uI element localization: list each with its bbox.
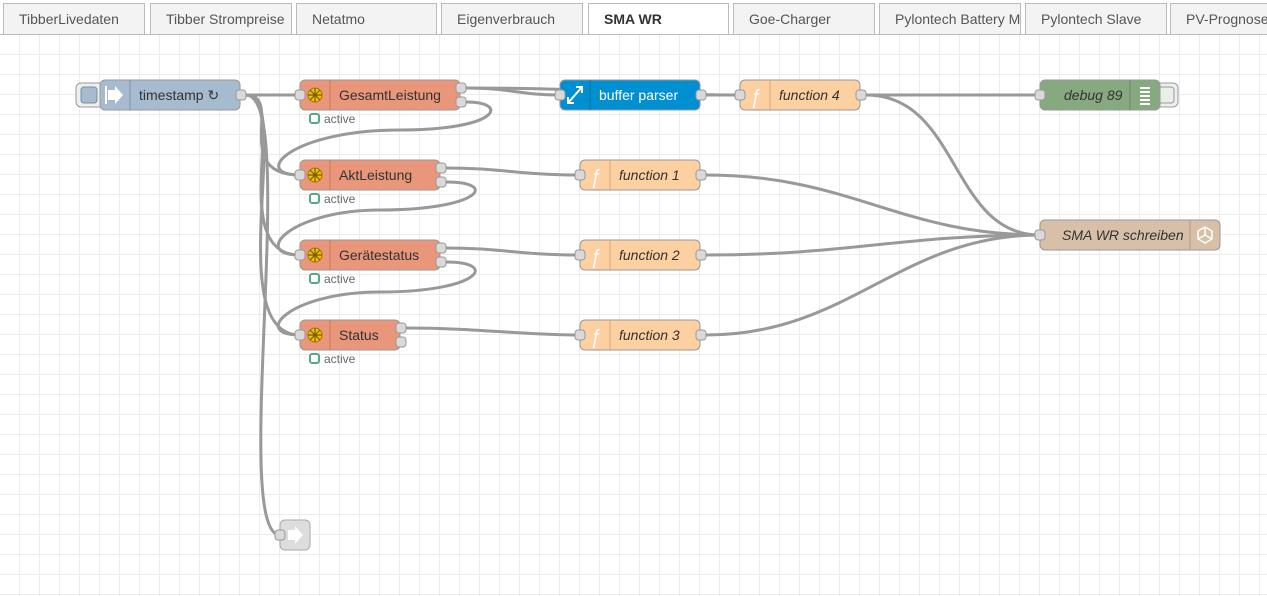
node-label: function 3 bbox=[619, 327, 680, 343]
wire[interactable] bbox=[705, 173, 1041, 237]
node-label: timestamp ↻ bbox=[139, 87, 219, 103]
output-port[interactable] bbox=[395, 322, 407, 334]
wire[interactable] bbox=[276, 260, 477, 337]
input-port[interactable] bbox=[574, 249, 586, 261]
buffer-parser-node[interactable]: buffer parser bbox=[554, 79, 707, 111]
function-node-function-1[interactable]: ƒ function 1 bbox=[574, 159, 707, 191]
status-indicator-icon bbox=[309, 273, 320, 284]
output-port[interactable] bbox=[695, 169, 707, 181]
function-icon: ƒ bbox=[750, 86, 761, 108]
wire[interactable] bbox=[277, 100, 493, 177]
modbus-icon bbox=[307, 327, 323, 343]
flow-wires bbox=[245, 86, 1041, 537]
function-node-function-4[interactable]: ƒ function 4 bbox=[734, 79, 867, 111]
function-icon: ƒ bbox=[590, 166, 601, 188]
tab-eigenverbrauch[interactable]: Eigenverbrauch bbox=[441, 3, 583, 34]
input-port[interactable] bbox=[294, 329, 306, 341]
modbus-write-node-sma-wr-schreiben[interactable]: SMA WR schreiben bbox=[1034, 219, 1221, 251]
input-port[interactable] bbox=[1034, 89, 1046, 101]
node-label: AktLeistung bbox=[339, 167, 412, 183]
input-port[interactable] bbox=[294, 249, 306, 261]
status-indicator-icon bbox=[309, 113, 320, 124]
tab-pylontech-battery[interactable]: Pylontech Battery M bbox=[879, 3, 1021, 34]
node-label: buffer parser bbox=[599, 87, 678, 103]
tab-tibberlivedaten[interactable]: TibberLivedaten bbox=[3, 3, 145, 34]
wire[interactable] bbox=[405, 326, 581, 337]
wire[interactable] bbox=[705, 233, 1041, 257]
expand-icon bbox=[567, 86, 583, 104]
modbus-icon bbox=[307, 87, 323, 103]
link-out-icon bbox=[288, 526, 303, 544]
input-port[interactable] bbox=[574, 329, 586, 341]
function-icon: ƒ bbox=[590, 326, 601, 348]
function-icon: ƒ bbox=[590, 246, 601, 268]
wire[interactable] bbox=[865, 93, 1041, 237]
output-port[interactable] bbox=[395, 336, 407, 348]
input-port[interactable] bbox=[574, 169, 586, 181]
modbus-icon bbox=[307, 167, 323, 183]
modbus-node-geraetestatus[interactable]: Gerätestatus active bbox=[294, 239, 447, 286]
modbus-node-status[interactable]: Status active bbox=[294, 319, 407, 366]
node-label: SMA WR schreiben bbox=[1062, 227, 1184, 243]
input-port[interactable] bbox=[294, 89, 306, 101]
tab-sma-wr[interactable]: SMA WR bbox=[588, 3, 729, 34]
wire[interactable] bbox=[245, 93, 281, 537]
modbus-node-gesamtleistung[interactable]: GesamtLeistung active bbox=[294, 79, 467, 126]
tab-tibber-strompreise[interactable]: Tibber Strompreise bbox=[150, 3, 292, 34]
wire[interactable] bbox=[276, 180, 477, 257]
status-indicator-icon bbox=[309, 353, 320, 364]
wire[interactable] bbox=[705, 233, 1041, 337]
flow-nodes: timestamp ↻ GesamtLeistung active AktLei… bbox=[75, 79, 1221, 551]
link-out-node[interactable] bbox=[274, 519, 311, 551]
modbus-write-icon bbox=[1197, 226, 1213, 244]
output-port[interactable] bbox=[695, 249, 707, 261]
tab-pv-prognose[interactable]: PV-Prognose bbox=[1170, 3, 1267, 34]
input-port[interactable] bbox=[554, 89, 566, 101]
output-port[interactable] bbox=[435, 176, 447, 188]
output-port[interactable] bbox=[435, 242, 447, 254]
arrow-in-icon bbox=[105, 86, 123, 104]
wire[interactable] bbox=[445, 166, 581, 177]
node-label: function 4 bbox=[779, 87, 840, 103]
modbus-icon bbox=[307, 247, 323, 263]
tab-pylontech-slave[interactable]: Pylontech Slave bbox=[1025, 3, 1167, 34]
node-label: Status bbox=[339, 327, 379, 343]
tab-goe-charger[interactable]: Goe-Charger bbox=[733, 3, 875, 34]
list-icon bbox=[1140, 87, 1150, 105]
output-port[interactable] bbox=[695, 89, 707, 101]
input-port[interactable] bbox=[1034, 229, 1046, 241]
flow-workspace[interactable]: timestamp ↻ GesamtLeistung active AktLei… bbox=[0, 35, 1267, 596]
input-port[interactable] bbox=[294, 169, 306, 181]
wire[interactable] bbox=[445, 246, 581, 257]
input-port[interactable] bbox=[734, 89, 746, 101]
modbus-node-aktleistung[interactable]: AktLeistung active bbox=[294, 159, 447, 206]
status-indicator-icon bbox=[309, 193, 320, 204]
workspace-tab-bar: TibberLivedaten Tibber Strompreise Netat… bbox=[0, 0, 1267, 35]
output-port[interactable] bbox=[235, 89, 247, 101]
inject-trigger-button[interactable] bbox=[80, 86, 98, 104]
output-port[interactable] bbox=[435, 256, 447, 268]
node-label: function 2 bbox=[619, 247, 680, 263]
function-node-function-3[interactable]: ƒ function 3 bbox=[574, 319, 707, 351]
node-label: debug 89 bbox=[1064, 87, 1123, 103]
node-label: function 1 bbox=[619, 167, 680, 183]
input-port[interactable] bbox=[274, 529, 286, 541]
output-port[interactable] bbox=[455, 82, 467, 94]
node-status-text: active bbox=[324, 192, 356, 206]
node-label: Gerätestatus bbox=[339, 247, 419, 263]
node-label: GesamtLeistung bbox=[339, 87, 441, 103]
output-port[interactable] bbox=[695, 329, 707, 341]
node-status-text: active bbox=[324, 272, 356, 286]
tab-netatmo[interactable]: Netatmo bbox=[296, 3, 437, 34]
debug-node-debug-89[interactable]: debug 89 bbox=[1034, 79, 1179, 111]
function-node-function-2[interactable]: ƒ function 2 bbox=[574, 239, 707, 271]
output-port[interactable] bbox=[435, 162, 447, 174]
node-status-text: active bbox=[324, 112, 356, 126]
output-port[interactable] bbox=[455, 96, 467, 108]
inject-node-timestamp[interactable]: timestamp ↻ bbox=[75, 79, 247, 111]
node-status-text: active bbox=[324, 352, 356, 366]
output-port[interactable] bbox=[855, 89, 867, 101]
